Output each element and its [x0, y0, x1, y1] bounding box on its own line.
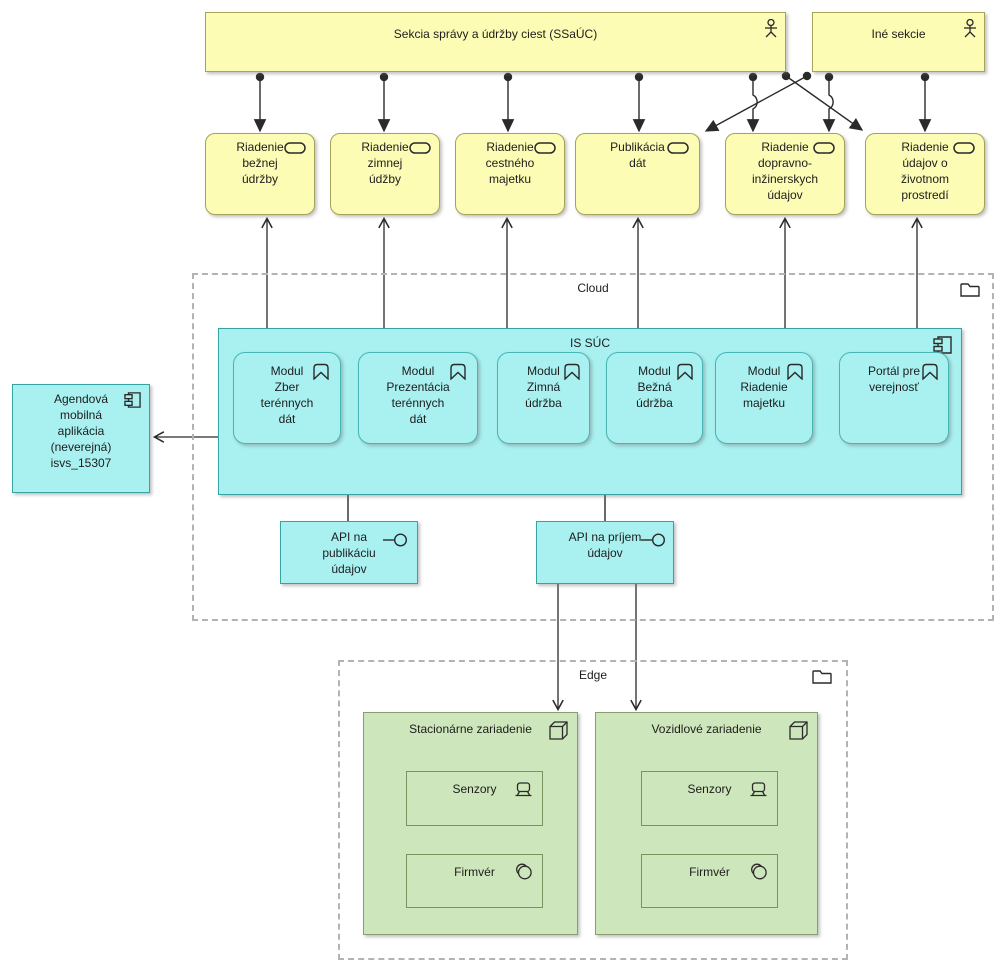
module-portal-pre-verejnost[interactable]: Portál pre verejnosť [839, 352, 949, 444]
process-riadenie-udajov-zivotne-prostredie[interactable]: Riadenie údajov o životnom prostredí [865, 133, 985, 215]
application-function-icon [450, 363, 466, 380]
module-prezentacia-terennych-dat[interactable]: Modul Prezentácia terénnych dát [358, 352, 478, 444]
system-software-icon [516, 863, 532, 880]
process-label: Riadenie údajov o životnom prostredí [900, 140, 950, 202]
api-links [347, 495, 606, 521]
business-process-icon [953, 142, 975, 154]
application-function-icon [787, 363, 803, 380]
system-software-label: Firmvér [689, 865, 730, 879]
process-riadenie-zimnej-udzby[interactable]: Riadenie zimnej údžby [330, 133, 440, 215]
application-function-icon [922, 363, 938, 380]
interface-icon [641, 533, 666, 547]
business-process-icon [284, 142, 306, 154]
process-label: Riadenie cestného majetku [485, 140, 535, 186]
node-stacionarne-zariadenie[interactable]: Stacionárne zariadenie Senzory Firmvér [363, 712, 578, 935]
application-component-icon [124, 392, 141, 408]
mobile-app-component[interactable]: Agendová mobilná aplikácia (neverejná) i… [12, 384, 150, 493]
process-label: Riadenie bežnej údržby [236, 140, 284, 186]
module-zimna-udrzba[interactable]: Modul Zimná údržba [497, 352, 590, 444]
api-label: API na publikáciu údajov [322, 530, 376, 576]
process-riadenie-dopravno-inzinerskych-udajov[interactable]: Riadenie dopravno- inžinerskych údajov [725, 133, 845, 215]
module-label: Modul Zimná údržba [525, 364, 562, 410]
device-senzory[interactable]: Senzory [406, 771, 543, 826]
application-function-icon [313, 363, 329, 380]
is-suc-component[interactable]: IS SÚC [218, 328, 962, 495]
system-software-label: Firmvér [454, 865, 495, 879]
process-publikacia-dat[interactable]: Publikácia dát [575, 133, 700, 215]
device-icon [750, 782, 767, 797]
module-label: Modul Zber terénnych dát [260, 364, 314, 426]
api-publikacia-interface[interactable]: API na publikáciu údajov [280, 521, 418, 584]
module-label: Modul Riadenie majetku [740, 364, 788, 410]
process-label: Publikácia dát [610, 140, 665, 170]
group-cloud-label: Cloud [577, 281, 609, 295]
group-cloud[interactable]: Cloud [192, 273, 994, 621]
module-riadenie-majetku[interactable]: Modul Riadenie majetku [715, 352, 813, 444]
group-edge-label: Edge [578, 668, 608, 682]
module-label: Modul Prezentácia terénnych dát [386, 364, 450, 426]
system-software-firmver[interactable]: Firmvér [406, 854, 543, 908]
api-prijem-interface[interactable]: API na príjem údajov [536, 521, 674, 584]
system-software-icon [751, 863, 767, 880]
node-vozidlove-zariadenie[interactable]: Vozidlové zariadenie Senzory Firmvér [595, 712, 818, 935]
process-label: Riadenie dopravno- inžinerskych údajov [751, 140, 819, 202]
business-process-icon [813, 142, 835, 154]
business-process-icon [534, 142, 556, 154]
node-title: Vozidlové zariadenie [651, 722, 762, 736]
is-suc-title: IS SÚC [569, 336, 610, 350]
assignment-connectors [253, 74, 932, 133]
interface-icon [383, 533, 408, 547]
device-senzory[interactable]: Senzory [641, 771, 778, 826]
process-label: Riadenie zimnej údžby [361, 140, 409, 186]
mobile-app-label: Agendová mobilná aplikácia (neverejná) i… [50, 392, 112, 470]
business-actor-icon [964, 19, 976, 38]
actor-label: Iné sekcie [871, 27, 926, 41]
system-software-firmver[interactable]: Firmvér [641, 854, 778, 908]
actor-label: Sekcia správy a údržby ciest (SSaÚC) [393, 27, 598, 41]
module-zber-terennych-dat[interactable]: Modul Zber terénnych dát [233, 352, 341, 444]
module-label: Portál pre verejnosť [867, 364, 921, 394]
process-riadenie-beznej-udrzby[interactable]: Riadenie bežnej údržby [205, 133, 315, 215]
node-icon [549, 721, 568, 740]
business-process-icon [667, 142, 689, 154]
actor-ssauc[interactable]: Sekcia správy a údržby ciest (SSaÚC) [205, 12, 786, 72]
process-riadenie-cestneho-majetku[interactable]: Riadenie cestného majetku [455, 133, 565, 215]
api-label: API na príjem údajov [568, 530, 642, 560]
folder-icon [960, 283, 980, 297]
business-process-icon [409, 142, 431, 154]
application-function-icon [564, 363, 580, 380]
device-icon [515, 782, 532, 797]
module-label: Modul Bežná údržba [636, 364, 673, 410]
application-function-icon [677, 363, 693, 380]
assignment-balls [255, 71, 930, 82]
device-label: Senzory [687, 782, 732, 796]
group-edge[interactable]: Edge [338, 660, 848, 960]
business-actor-icon [765, 19, 777, 38]
node-title: Stacionárne zariadenie [409, 722, 532, 736]
actor-ine-sekcie[interactable]: Iné sekcie [812, 12, 985, 72]
device-label: Senzory [452, 782, 497, 796]
folder-icon [812, 670, 832, 684]
module-bezna-udrzba[interactable]: Modul Bežná údržba [606, 352, 703, 444]
node-icon [789, 721, 808, 740]
